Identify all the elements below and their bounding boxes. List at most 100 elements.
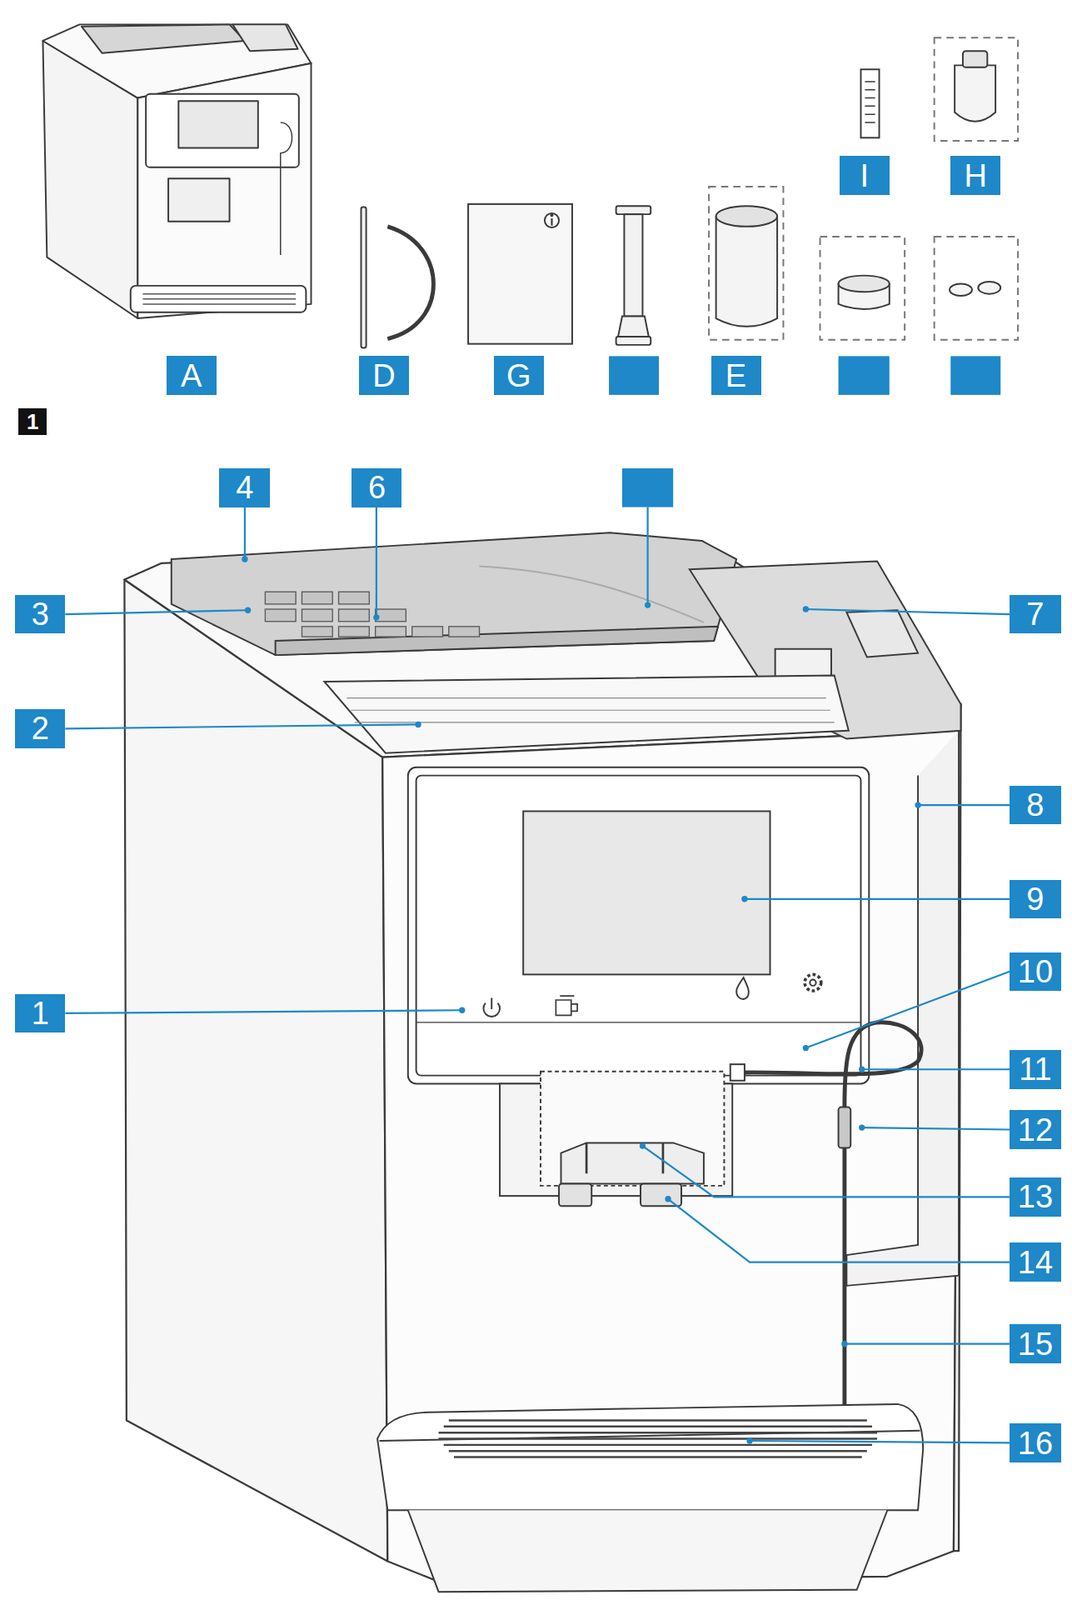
callout-number: 8 [1009, 785, 1061, 825]
accessory-machine [178, 100, 259, 148]
optional-frame [934, 236, 1018, 340]
leader-dot [241, 555, 922, 1443]
water-tank [846, 609, 918, 657]
water-tank [775, 648, 832, 678]
coffee-outlet [561, 1141, 704, 1183]
control-panel [408, 767, 869, 1084]
blank-callout [838, 355, 890, 395]
bean-lid [171, 532, 737, 655]
leader-dot [858, 1066, 865, 1072]
coffee-outlet [558, 1182, 592, 1206]
control-panel [555, 995, 578, 1015]
callout-number: 6 [351, 468, 402, 508]
callout-number: 14 [1009, 1241, 1061, 1282]
callout-number: A [166, 355, 217, 395]
leader-dot [244, 607, 251, 614]
grinder-grid [339, 591, 370, 604]
machine-body [124, 540, 961, 1581]
callout-number: G [493, 355, 544, 395]
grinder-grid [448, 626, 480, 637]
leader-line [64, 723, 419, 728]
accessory-parts [716, 50, 1002, 327]
callout-number: I [839, 155, 890, 195]
callout-number: 2 [14, 708, 65, 748]
callout-number: 3 [14, 594, 65, 634]
grinder-grid [412, 626, 444, 637]
leader-dot [373, 613, 379, 620]
callout-number: D [358, 355, 409, 395]
accessory-tube [361, 207, 367, 349]
accessory-frother [616, 205, 652, 215]
grinder-grid [264, 591, 296, 604]
leader-line [375, 507, 378, 618]
leader-dot [664, 1195, 671, 1202]
callout-number: 9 [1009, 879, 1061, 919]
leader-line [668, 1198, 1010, 1262]
drip-tray [438, 1419, 878, 1456]
accessory-parts [949, 283, 973, 296]
milk-tube [730, 1063, 745, 1081]
leader-dot [841, 1340, 848, 1347]
optional-frame [708, 37, 1018, 340]
cup-tray [324, 675, 848, 753]
callout-number: 15 [1009, 1323, 1061, 1363]
coffee-outlet [640, 1182, 682, 1206]
optional-frame [708, 186, 783, 340]
optional-frame [934, 37, 1018, 141]
grinder-grid [339, 626, 370, 637]
cup-tray [346, 698, 834, 723]
control-panel [804, 973, 822, 991]
blank-callout [622, 468, 674, 508]
control-panel [523, 810, 770, 974]
accessory-parts [838, 275, 890, 293]
grinder-grid [375, 608, 407, 622]
accessory-machine [232, 24, 298, 51]
accessory-manual [468, 204, 573, 345]
leader-dot [639, 1141, 646, 1148]
bean-lid [479, 566, 704, 623]
accessory-machine [42, 24, 311, 319]
accessory-parts [954, 64, 996, 121]
accessory-manual [468, 204, 573, 345]
leader-dot [746, 1436, 753, 1443]
grinder-grid [301, 591, 333, 604]
coffee-outlet [586, 1141, 664, 1173]
accessory-machine [168, 178, 230, 221]
leader-dot [802, 1044, 809, 1051]
leader-dot [858, 1123, 865, 1130]
drip-tray [377, 1403, 923, 1510]
milk-tube [838, 1106, 852, 1148]
callout-number: 16 [1009, 1422, 1061, 1462]
accessory-manual [544, 213, 559, 228]
leader-dot [241, 555, 248, 562]
bean-lid [171, 532, 737, 655]
grinder-grid [375, 626, 407, 637]
milk-tube [744, 1022, 922, 1107]
accessory-machine [145, 94, 300, 168]
accessory-parts [716, 205, 778, 226]
cup-tray [324, 675, 848, 753]
control-panel [416, 775, 862, 1076]
leader-dot [644, 601, 651, 608]
control-panel [416, 1021, 862, 1023]
callout-number: 11 [1009, 1049, 1061, 1089]
figure-number: 1 [18, 408, 47, 435]
callout-number: E [711, 355, 762, 395]
accessory-manual [550, 218, 553, 226]
accessory-frother [616, 205, 652, 345]
leader-line [862, 1067, 1011, 1070]
callout-number: 1 [14, 993, 65, 1033]
callout-number: H [950, 155, 1001, 195]
leader-line [646, 507, 649, 606]
callout-number: 7 [1009, 594, 1061, 634]
accessory-frother [616, 336, 652, 345]
leader-dot [414, 721, 421, 728]
leader-line [64, 507, 1010, 1443]
control-panel [809, 979, 816, 986]
accessory-machine [130, 285, 307, 313]
leader-line [64, 1009, 462, 1013]
grinder-grid [339, 608, 370, 622]
accessory-frother [618, 316, 649, 337]
